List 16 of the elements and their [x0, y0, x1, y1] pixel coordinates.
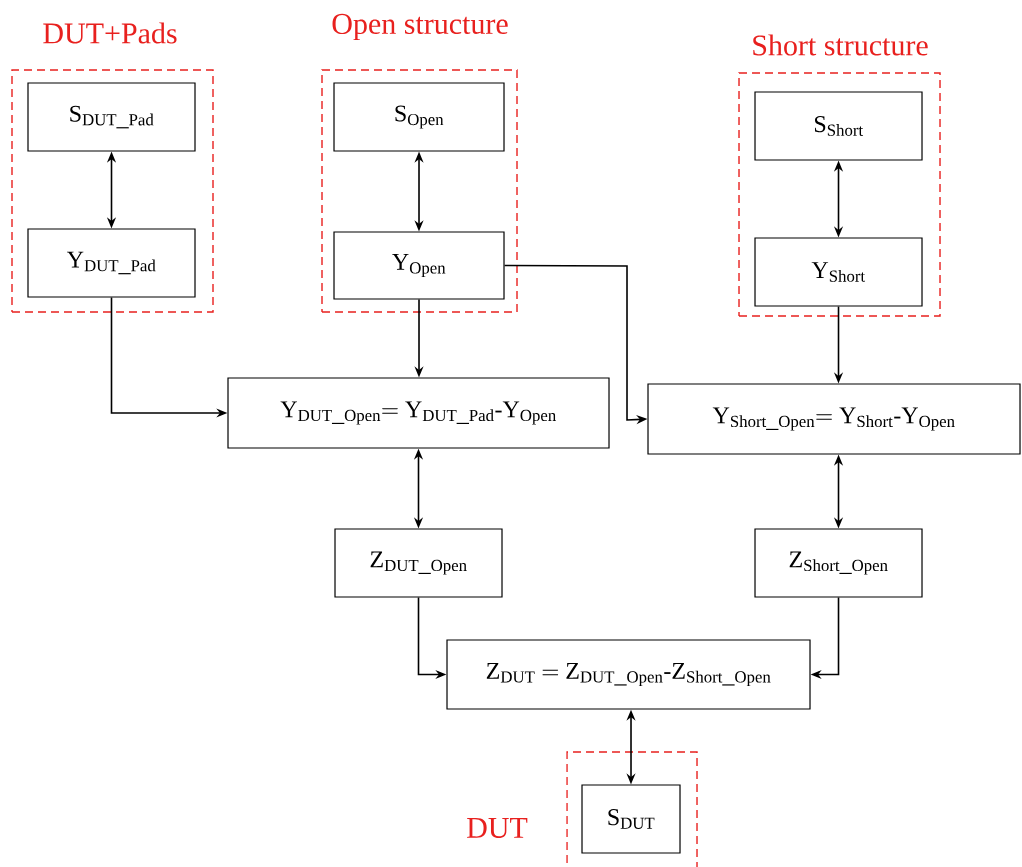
- process-box: $\mathrm{Y}_{\mathrm{Short}}$: [754, 237, 923, 307]
- process-box: $\mathrm{Z}_{\mathrm{Short\_Open}}$: [754, 528, 923, 598]
- process-box: $\mathrm{Z}_{\mathrm{DUT\_Open}}$: [334, 528, 503, 598]
- process-box: $\mathrm{Y}_{\mathrm{DUT\_Open}}\mathrm{=}\ \mathrm{Y}_{\mathrm{DUT\_Pad}}\mbox{-}\mathrm{Y}_{\mathrm{Open}}$: [227, 377, 610, 449]
- group-heading: Open structure: [332, 13, 508, 41]
- process-box: $\mathrm{Y}_{\mathrm{DUT\_Pad}}$: [27, 228, 196, 298]
- process-box: $\mathrm{Y}_{\mathrm{Open}}$: [333, 231, 505, 300]
- process-box: $\mathrm{S}_{\mathrm{DUT}}$: [581, 784, 681, 854]
- process-box: $\mathrm{Y}_{\mathrm{Short\_Open}}\mathrm{=}\ \mathrm{Y}_{\mathrm{Short}}\mbox{-}\mathrm{Y}_{\mathrm{Open}}$: [647, 383, 1021, 455]
- process-box: $\mathrm{Z}_{\mathrm{DUT}}\ \mathrm{=}\ \mathrm{Z}_{\mathrm{DUT\_Open}}\mbox{-}\mathrm{Z}_{\mathrm{Short\_Open}}$: [446, 639, 811, 710]
- process-box: $\mathrm{S}_{\mathrm{Open}}$: [333, 82, 505, 152]
- group-heading: Short structure: [753, 34, 928, 56]
- process-box: $\mathrm{S}_{\mathrm{DUT\_Pad}}$: [27, 82, 196, 152]
- group-heading: DUT+Pads: [43, 22, 177, 44]
- process-box: $\mathrm{S}_{\mathrm{Short}}$: [754, 91, 923, 161]
- group-heading: DUT: [467, 818, 528, 838]
